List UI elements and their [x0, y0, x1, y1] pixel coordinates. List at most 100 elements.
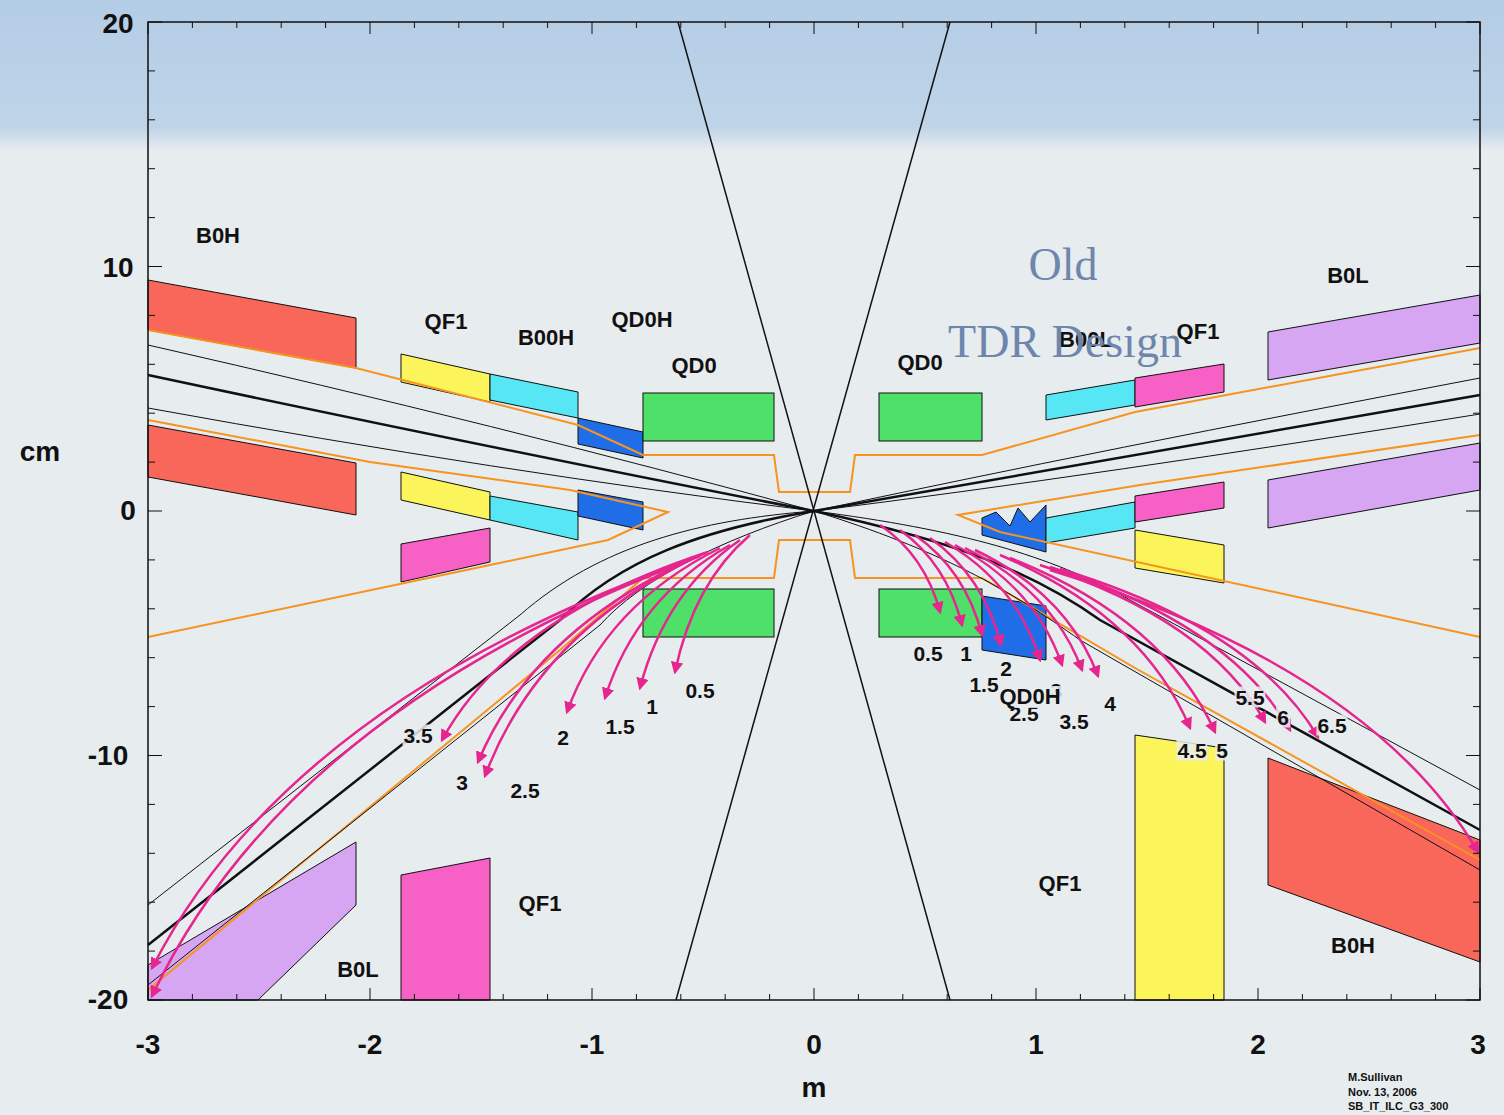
axis-label: -10	[88, 742, 128, 770]
axis-tick	[1391, 994, 1392, 1000]
axis-tick	[947, 994, 948, 1000]
axis-tick	[991, 22, 992, 28]
axis-tick	[947, 22, 948, 28]
axis-tick	[148, 70, 155, 71]
magnet-qf1	[401, 858, 490, 1000]
axis-tick	[1169, 22, 1170, 28]
magnet-name: QD0H	[998, 686, 1061, 708]
axis-tick	[148, 755, 162, 756]
author-signature: Nov. 13, 2006	[1348, 1087, 1417, 1098]
axis-tick	[725, 994, 726, 1000]
magnet-b0h	[1268, 758, 1480, 962]
photon-track	[955, 545, 1062, 665]
axis-tick	[592, 988, 593, 1000]
beam-envelope	[148, 511, 814, 905]
axis-tick	[148, 559, 155, 560]
axis-tick	[1473, 706, 1480, 707]
axis-tick	[1302, 22, 1303, 28]
axis-label: -2	[358, 1031, 383, 1059]
photon-track	[1060, 569, 1318, 737]
magnet-name: B0H	[195, 225, 241, 247]
axis-tick	[370, 22, 371, 34]
axis-tick	[1466, 1000, 1480, 1001]
author-signature: SB_IT_ILC_G3_300	[1348, 1101, 1448, 1112]
photon-track	[478, 553, 705, 762]
energy-callout: 1	[645, 696, 659, 717]
axis-tick	[281, 994, 282, 1000]
magnet-b00h	[490, 374, 578, 418]
axis-tick	[547, 994, 548, 1000]
axis-tick	[1213, 22, 1214, 28]
axis-tick	[1258, 22, 1259, 34]
beam-envelope	[148, 345, 814, 511]
magnet-qf1	[1135, 364, 1224, 407]
magnet-qd0	[879, 393, 982, 441]
axis-tick	[148, 217, 155, 218]
magnet-name: QF1	[1038, 873, 1083, 895]
axis-tick	[148, 266, 162, 267]
axis-tick	[769, 994, 770, 1000]
magnet-name: QD0	[670, 355, 717, 377]
axis-tick	[458, 994, 459, 1000]
photon-track	[567, 548, 720, 712]
magnet-qd0h	[578, 418, 643, 458]
axis-tick	[547, 22, 548, 28]
axis-tick	[192, 22, 193, 28]
axis-tick	[236, 22, 237, 28]
axis-tick	[148, 119, 155, 120]
axis-tick	[1473, 853, 1480, 854]
energy-callout: 1.5	[968, 674, 999, 695]
axis-label: -3	[136, 1031, 161, 1059]
photon-track	[1040, 565, 1265, 722]
axis-label: 20	[102, 10, 133, 38]
magnet-name: B0L	[1326, 265, 1370, 287]
axis-label: 0	[120, 497, 136, 525]
axis-tick	[1466, 22, 1480, 23]
energy-callout: 5.5	[1234, 687, 1265, 708]
photon-tracks	[152, 525, 1478, 996]
axis-tick	[725, 22, 726, 28]
magnet-b00h	[490, 496, 578, 540]
axis-label: -1	[580, 1031, 605, 1059]
magnet-qf1	[1135, 735, 1224, 1000]
energy-callout: 2	[556, 727, 570, 748]
axis-tick	[1466, 511, 1480, 512]
energy-callout: 3.5	[402, 725, 433, 746]
axis-tick	[636, 994, 637, 1000]
axis-tick	[858, 994, 859, 1000]
magnet-qd0	[643, 393, 774, 441]
axis-tick	[1346, 994, 1347, 1000]
axis-tick	[1302, 994, 1303, 1000]
magnet-name: QF1	[424, 311, 469, 333]
axis-tick	[1473, 559, 1480, 560]
photon-track	[485, 555, 700, 776]
axis-tick	[1346, 22, 1347, 28]
beam-envelope	[814, 378, 1480, 511]
axis-tick	[1258, 988, 1259, 1000]
axis-tick	[991, 994, 992, 1000]
axis-label: 1	[1028, 1031, 1044, 1059]
axis-tick	[148, 853, 155, 854]
beam-line	[814, 395, 1480, 511]
energy-callout: 3.5	[1058, 711, 1089, 732]
beam-line	[814, 511, 1480, 830]
axis-tick	[636, 22, 637, 28]
energy-callout: 2	[999, 658, 1013, 679]
axis-tick	[1473, 951, 1480, 952]
axis-tick	[192, 994, 193, 1000]
axis-tick	[680, 994, 681, 1000]
magnet-b00l	[1046, 502, 1135, 543]
axis-tick	[1473, 70, 1480, 71]
axis-tick	[148, 988, 149, 1000]
axis-tick	[148, 462, 155, 463]
axis-tick	[680, 22, 681, 28]
magnet-qf1	[1135, 482, 1224, 522]
beam-envelope	[814, 414, 1480, 511]
magnet-b0l	[1268, 443, 1480, 528]
beam-envelope	[814, 511, 1480, 870]
axis-tick	[1080, 994, 1081, 1000]
energy-callout: 5	[1215, 740, 1229, 761]
axis-label: 10	[102, 254, 133, 282]
axis-tick	[148, 804, 155, 805]
beam-pipe	[148, 330, 1480, 990]
